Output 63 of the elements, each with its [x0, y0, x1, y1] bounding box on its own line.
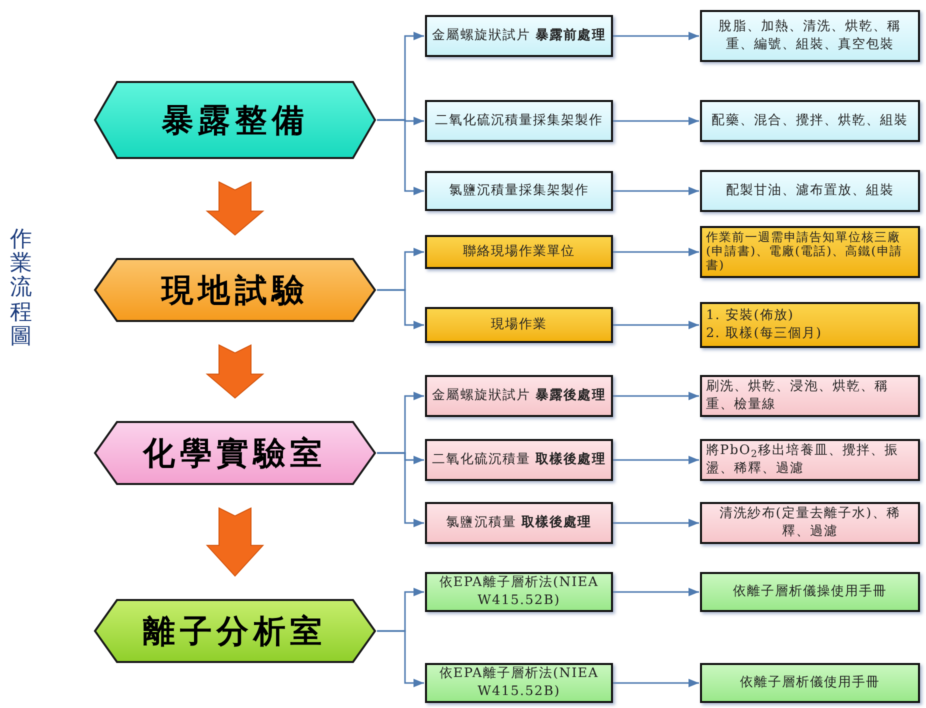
- box-text: 氯鹽沉積量 取樣後處理: [446, 514, 592, 532]
- process-box: [425, 171, 613, 211]
- box-text: 將PbO$_{2}$移出培養皿、攪拌、振盪、稀釋、過濾: [706, 442, 900, 478]
- arrow: [613, 320, 699, 330]
- step-title: 離子分析室: [143, 611, 327, 652]
- arrow: [377, 289, 424, 330]
- box-text: 刷洗、烘乾、浸泡、烘乾、稱重、檢量線: [706, 378, 890, 414]
- process-box: [700, 502, 920, 544]
- process-box: [425, 502, 613, 544]
- arrow: [377, 452, 424, 528]
- box-text: 2. 取樣(每三個月): [706, 325, 822, 343]
- block-arrow: [206, 507, 264, 577]
- box-text: 脫脂、加熱、清洗、烘乾、稱重、編號、組裝、真空包裝: [718, 18, 902, 54]
- box-text: 現場作業: [490, 316, 548, 334]
- arrow: [613, 116, 699, 126]
- process-box: [700, 572, 920, 612]
- process-box: [700, 375, 920, 417]
- box-text: 金屬螺旋狀試片 暴露前處理: [432, 27, 606, 45]
- arrow: [613, 456, 699, 464]
- process-box: [425, 307, 613, 343]
- process-box: [700, 10, 920, 62]
- process-box: [700, 439, 920, 481]
- process-box: [425, 100, 613, 142]
- block-arrow: [206, 344, 264, 399]
- arrow: [613, 248, 699, 256]
- arrow: [613, 186, 699, 196]
- box-text: 金屬螺旋狀試片 暴露後處理: [432, 387, 606, 405]
- box-text: 二氧化硫沉積量採集架製作: [434, 112, 604, 130]
- box-text: 依離子層析儀使用手冊: [740, 674, 880, 692]
- step-title: 化學實驗室: [143, 433, 327, 474]
- arrow: [613, 678, 699, 688]
- step-title: 現地試驗: [161, 270, 309, 311]
- arrow: [377, 630, 424, 688]
- process-box: [425, 663, 613, 703]
- block-arrow: [206, 181, 264, 236]
- process-box: [700, 663, 920, 703]
- box-text: 依離子層析儀操使用手冊: [732, 583, 888, 601]
- process-box: [700, 226, 920, 278]
- box-text: 依EPA離子層析法(NIEA W415.52B): [438, 574, 600, 610]
- box-text: 依EPA離子層析法(NIEA W415.52B): [438, 665, 600, 701]
- process-box: [425, 572, 613, 612]
- box-text: 氯鹽沉積量採集架製作: [448, 182, 590, 200]
- side-title: 作業流程圖: [10, 228, 32, 349]
- arrow: [613, 518, 699, 528]
- box-text: 作業前一週需申請告知單位核三廠(申請書)、電廠(電話)、高鐵(申請書): [706, 231, 904, 273]
- box-text: 二氧化硫沉積量 取樣後處理: [432, 451, 606, 469]
- arrow: [613, 32, 699, 40]
- box-text: 聯絡現場作業單位: [462, 243, 576, 261]
- box-text: 配藥、混合、攪拌、烘乾、組裝: [712, 112, 908, 130]
- box-text: 清洗紗布(定量去離子水)、稀釋、過濾: [718, 505, 902, 541]
- arrow: [377, 119, 424, 196]
- process-box: [425, 15, 613, 57]
- arrow: [613, 588, 699, 596]
- process-box: [425, 235, 613, 269]
- process-box: [700, 100, 920, 142]
- box-text: 1. 安裝(佈放): [706, 307, 794, 325]
- process-box: [700, 170, 920, 212]
- process-box: [425, 439, 613, 481]
- box-text: 配製甘油、濾布置放、組裝: [726, 182, 894, 200]
- process-box: [700, 302, 920, 348]
- arrow: [613, 392, 699, 400]
- process-box: [425, 375, 613, 417]
- step-title: 暴露整備: [161, 100, 309, 141]
